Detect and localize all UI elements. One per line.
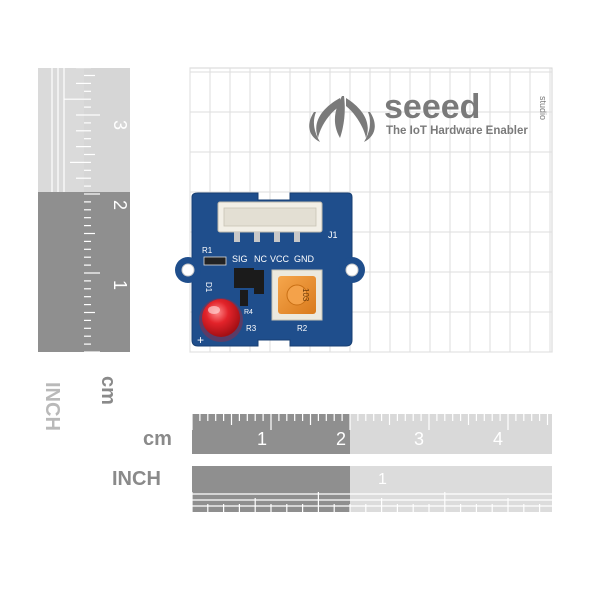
ref-r1: R1 bbox=[202, 246, 213, 255]
horizontal-ruler-cm: cm 1 2 3 4 bbox=[143, 414, 552, 454]
brand-name: seeed bbox=[384, 88, 480, 126]
ref-r4: R4 bbox=[244, 309, 253, 316]
connector-label: J1 bbox=[328, 230, 338, 240]
resistor-r4 bbox=[240, 290, 248, 306]
grove-led-board: J1 SIG NC VCC GND R1 R4 R3 103 R2 D1 + bbox=[175, 192, 365, 347]
vertical-cm-unit: cm bbox=[97, 376, 119, 405]
vertical-inch-unit: INCH bbox=[41, 382, 63, 431]
pin-label-nc: NC bbox=[254, 254, 267, 264]
horizontal-cm-unit: cm bbox=[143, 428, 172, 450]
horizontal-inch-unit: INCH bbox=[112, 468, 161, 490]
horizontal-cm-tick-2: 2 bbox=[336, 429, 346, 449]
grove-connector bbox=[217, 201, 323, 242]
pin-label-gnd: GND bbox=[294, 254, 315, 264]
vertical-cm-tick-2: 2 bbox=[110, 200, 130, 210]
seeed-logo: seeed studio The IoT Hardware Enabler bbox=[309, 88, 548, 142]
horizontal-inch-tick-1: 1 bbox=[378, 471, 387, 488]
pot-label: 103 bbox=[301, 288, 310, 302]
ref-r2: R2 bbox=[297, 324, 308, 333]
horizontal-cm-tick-3: 3 bbox=[414, 429, 424, 449]
brand-tagline: The IoT Hardware Enabler bbox=[386, 125, 528, 137]
ref-plus: + bbox=[197, 333, 204, 347]
pin-label-vcc: VCC bbox=[270, 254, 290, 264]
horizontal-cm-tick-4: 4 bbox=[493, 429, 503, 449]
red-led bbox=[199, 298, 243, 342]
vertical-ruler-cm: cm bbox=[38, 66, 130, 405]
seeed-leaf-icon bbox=[309, 96, 375, 142]
chip-q1 bbox=[234, 268, 254, 288]
resistor-r3 bbox=[254, 270, 264, 294]
resistor-r1 bbox=[203, 256, 227, 266]
brand-sub: studio bbox=[538, 96, 548, 120]
mounting-hole-right bbox=[345, 263, 359, 277]
vertical-cm-tick-1: 1 bbox=[110, 280, 130, 290]
ref-r3: R3 bbox=[246, 324, 257, 333]
mounting-hole-left bbox=[181, 263, 195, 277]
ref-d1: D1 bbox=[204, 282, 213, 293]
potentiometer: 103 bbox=[271, 269, 323, 321]
horizontal-cm-tick-1: 1 bbox=[257, 429, 267, 449]
pin-label-sig: SIG bbox=[232, 254, 248, 264]
vertical-inch-tick-3: 3 bbox=[110, 120, 130, 130]
vertical-ruler-labels: 3 2 1 bbox=[110, 120, 130, 290]
horizontal-ruler-inch: INCH 1 bbox=[112, 466, 552, 512]
